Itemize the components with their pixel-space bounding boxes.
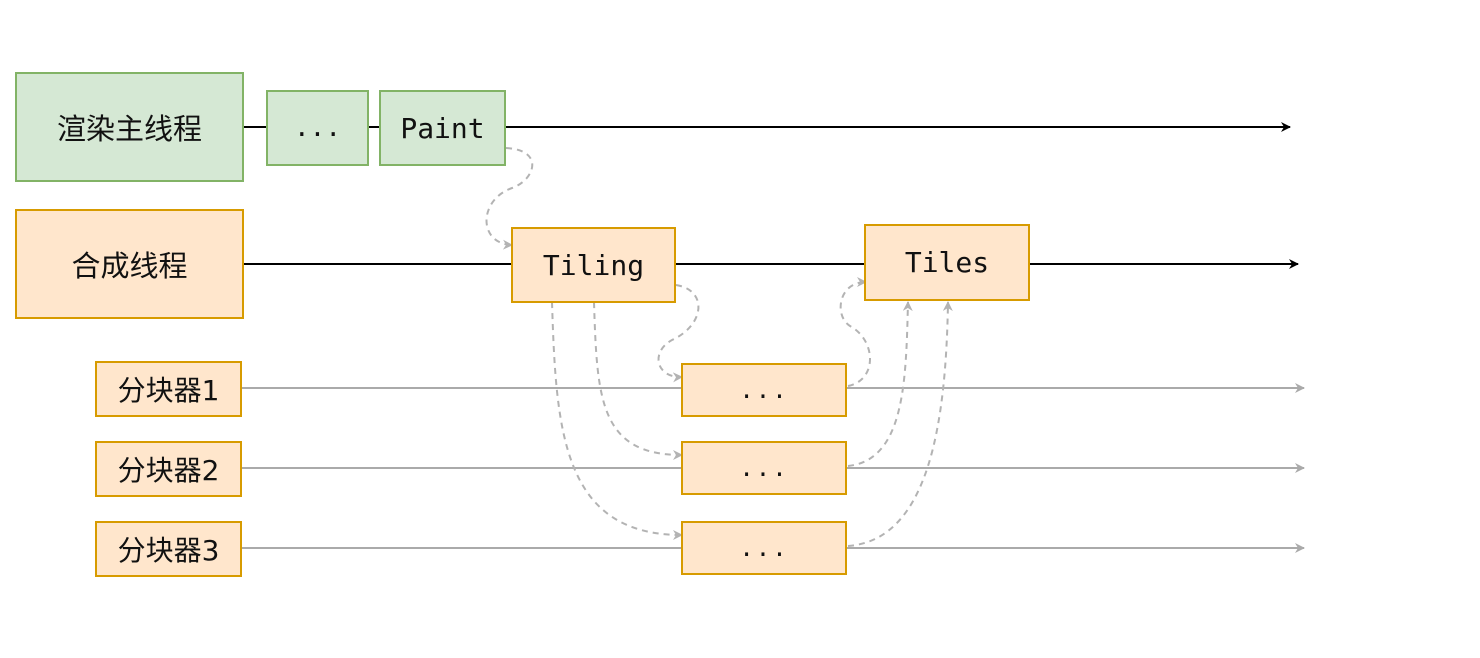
worker-2-label-box: 分块器2 <box>95 441 242 497</box>
worker-2-task-label: ... <box>739 454 789 482</box>
main-thread-label-box: 渲染主线程 <box>15 72 244 182</box>
worker-3-task-label: ... <box>739 534 789 562</box>
worker-3-label: 分块器3 <box>117 534 220 567</box>
main-thread-step-ellipsis: ... <box>266 90 369 166</box>
paint-step-box: Paint <box>379 90 506 166</box>
worker-2-task-box: ... <box>681 441 847 495</box>
worker-1-label: 分块器1 <box>117 374 220 407</box>
main-thread-label: 渲染主线程 <box>56 112 202 146</box>
compositor-thread-label: 合成线程 <box>71 249 188 283</box>
main-thread-step-ellipsis-label: ... <box>294 113 341 143</box>
tiling-to-worker-3-arrow <box>551 301 683 540</box>
worker-1-task-label: ... <box>739 376 789 404</box>
worker-1-task-box: ... <box>681 363 847 417</box>
tiling-step-box: Tiling <box>511 227 676 303</box>
paint-to-tiling-arrow <box>485 147 534 250</box>
tiles-step-label: Tiles <box>904 246 990 279</box>
tiling-step-label: Tiling <box>542 248 645 282</box>
worker-1-label-box: 分块器1 <box>95 361 242 417</box>
tiles-step-box: Tiles <box>864 224 1030 301</box>
worker-2-label: 分块器2 <box>117 454 220 487</box>
tiling-to-worker-2-arrow <box>593 301 683 460</box>
worker-2-to-tiles-arrow <box>847 301 913 467</box>
worker-3-task-box: ... <box>681 521 847 575</box>
paint-step-label: Paint <box>400 111 485 145</box>
compositor-thread-label-box: 合成线程 <box>15 209 244 319</box>
worker-3-label-box: 分块器3 <box>95 521 242 577</box>
worker-1-to-tiles-arrow <box>839 277 871 387</box>
tiling-to-worker-1-arrow <box>657 284 700 383</box>
